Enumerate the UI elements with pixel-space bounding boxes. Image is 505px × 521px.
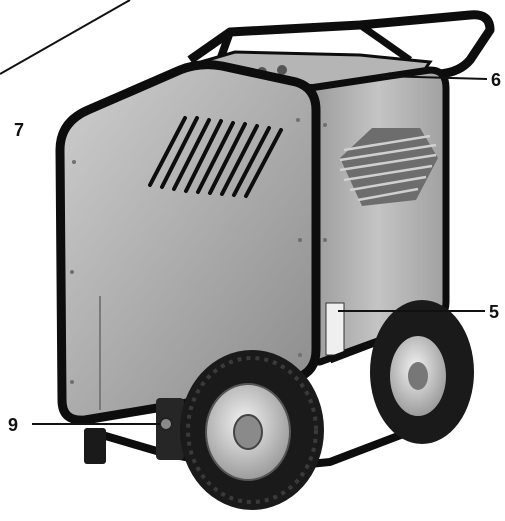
front-panel <box>55 60 321 425</box>
support-foot <box>84 428 106 464</box>
panel-screws <box>70 118 327 384</box>
front-vent-slots <box>148 116 283 198</box>
callout-label-7: 7 <box>14 120 25 140</box>
water-inlet-fitting <box>159 417 173 431</box>
callout-label-6: 6 <box>491 70 502 90</box>
top-bolt <box>277 65 287 75</box>
rear-wheel <box>370 300 474 444</box>
callout-label-9: 9 <box>8 415 19 435</box>
front-wheel <box>180 350 324 510</box>
callout-leader-6 <box>379 75 488 80</box>
callout-leader-top <box>0 0 131 75</box>
callout-label-5: 5 <box>489 302 500 322</box>
side-vent-grille <box>339 128 438 206</box>
